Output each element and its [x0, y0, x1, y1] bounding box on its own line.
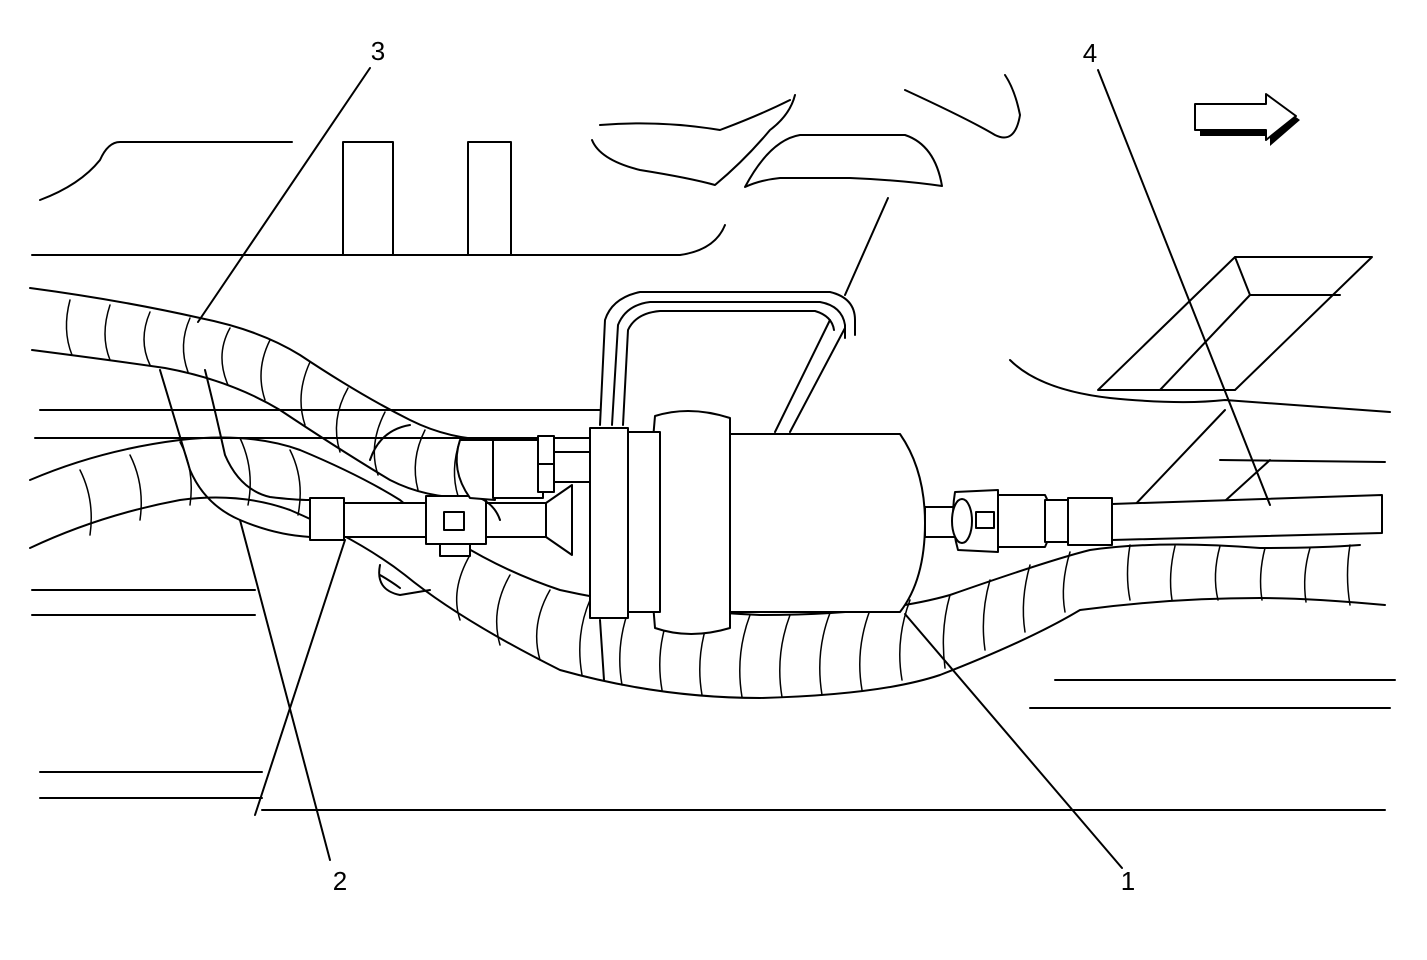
- harness-connector: [455, 435, 591, 501]
- leader-line-4: [1097, 69, 1271, 506]
- callout-label-1: 1: [1121, 866, 1135, 896]
- right-arrow-icon: [1194, 93, 1300, 146]
- fuel-filter: [589, 409, 926, 681]
- callout-label-4: 4: [1083, 38, 1097, 68]
- leader-line-3: [197, 67, 371, 323]
- vent-tube: [599, 197, 889, 433]
- callout-label-2: 2: [333, 866, 347, 896]
- inlet-quick-connector: [309, 484, 573, 557]
- outlet-fitting: [924, 489, 1383, 553]
- leader-line-2a: [239, 519, 331, 861]
- leader-line-1: [904, 613, 1123, 869]
- callout-labels: 3 4 2 1: [333, 36, 1135, 896]
- harness-upper: [29, 287, 496, 499]
- fuel-feed-line: [159, 369, 311, 538]
- leader-lines: [197, 67, 1271, 869]
- leader-line-2b: [254, 539, 346, 816]
- vehicle-frame: [31, 141, 1396, 811]
- callout-label-3: 3: [371, 36, 385, 66]
